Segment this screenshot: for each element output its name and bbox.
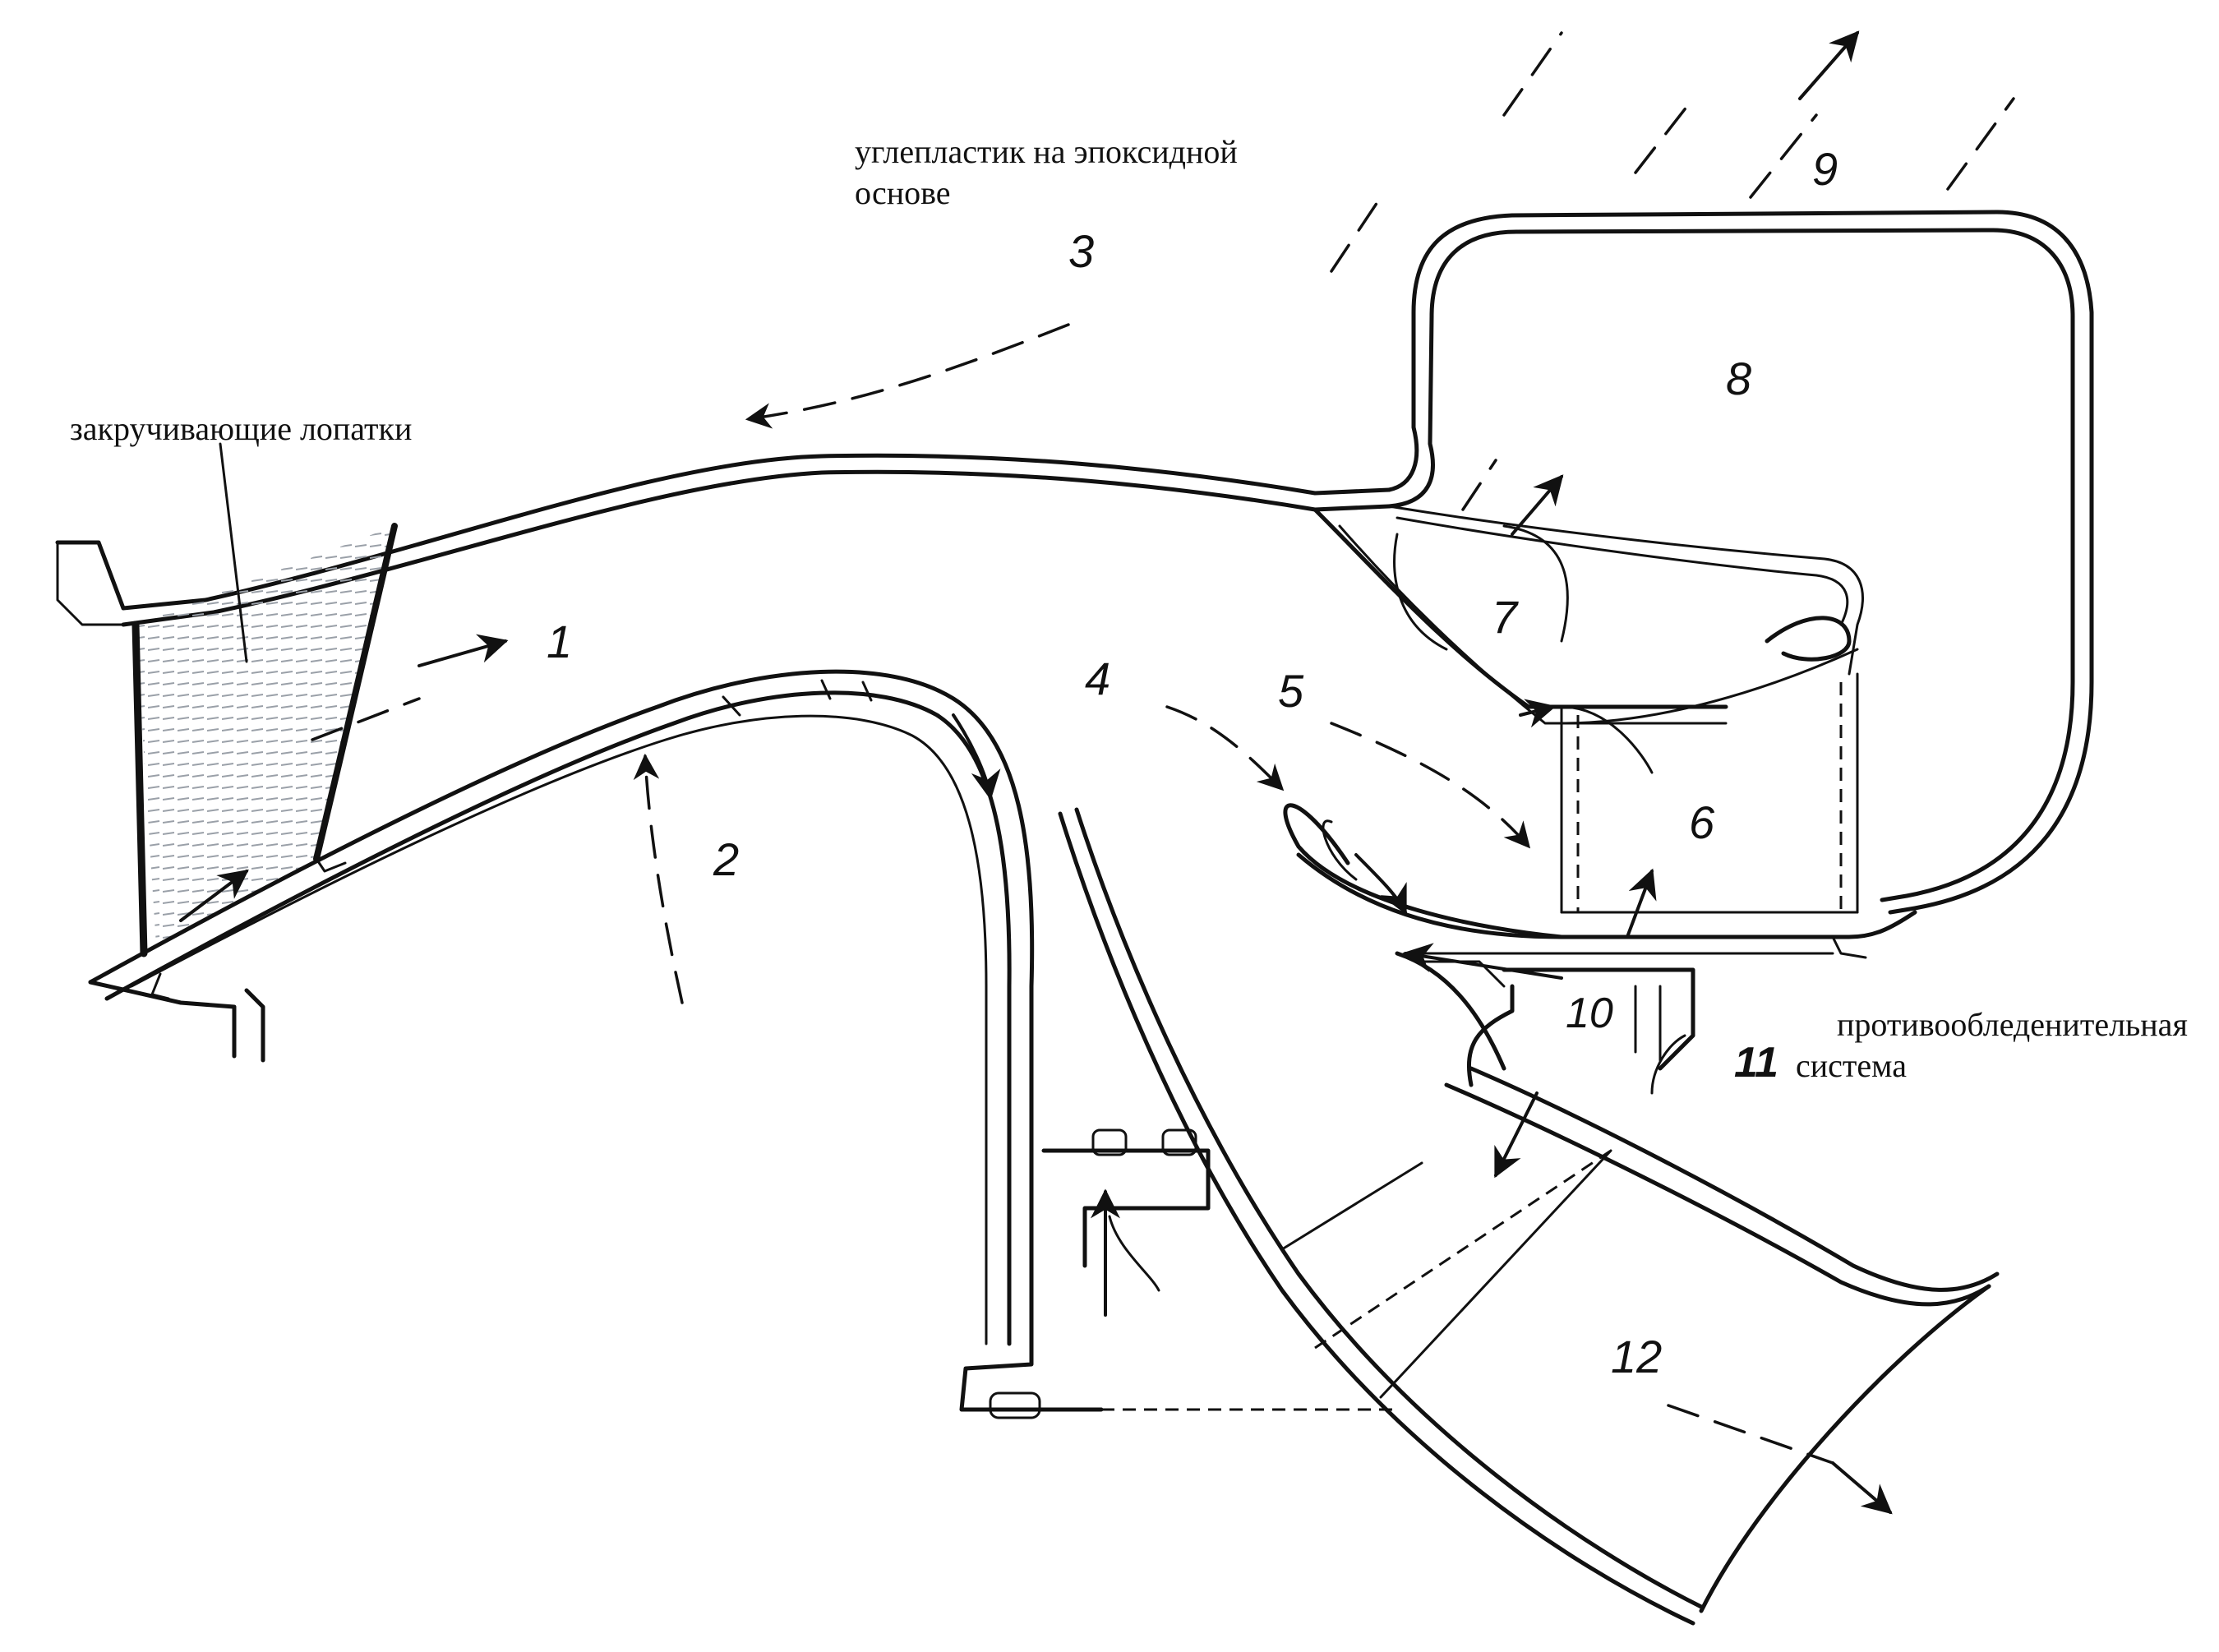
- callout-2: 2: [713, 833, 739, 885]
- lower-duct-structure: [959, 1128, 1397, 1419]
- callout-8: 8: [1726, 353, 1751, 404]
- callout-4: 4: [1085, 653, 1110, 704]
- arrow-1: [418, 634, 509, 667]
- flow-arrows: [179, 30, 2015, 1515]
- anti-ice-duct: [1466, 967, 1695, 1095]
- material-label-line2: основе: [855, 174, 951, 211]
- chamber-6: [1560, 672, 1859, 914]
- callout-7: 7: [1492, 591, 1519, 643]
- swirl-vanes-leader-line: [219, 442, 248, 663]
- callout-10: 10: [1566, 990, 1613, 1037]
- arrow-10: [1402, 943, 1563, 980]
- callout-6: 6: [1689, 796, 1715, 848]
- callout-1: 1: [547, 616, 572, 667]
- callout-3: 3: [1068, 225, 1094, 277]
- swirl-vanes-label: закручивающие лопатки: [70, 410, 412, 447]
- callout-5: 5: [1278, 665, 1304, 717]
- arrow-4: [1165, 705, 1285, 791]
- callout-11: 11: [1734, 1039, 1778, 1087]
- arrow-11: [1494, 1091, 1539, 1179]
- arrow-6-up: [1626, 868, 1657, 939]
- arrow-2: [633, 753, 684, 1004]
- chamber-6-floor: [1296, 852, 1917, 959]
- arrow-12: [1831, 1461, 1893, 1515]
- swirl-vanes: [131, 442, 398, 958]
- arrow-5: [1330, 722, 1531, 849]
- arrow-7-up: [1511, 474, 1564, 536]
- arrow-3: [745, 323, 1070, 429]
- chamber-8: [1386, 210, 2094, 915]
- callout-9: 9: [1812, 143, 1838, 195]
- callout-12: 12: [1611, 1331, 1662, 1382]
- inlet-channel-7: [1312, 507, 1728, 725]
- bypass-duct: [1058, 807, 2000, 1626]
- anti-ice-label-line2: система: [1796, 1047, 1907, 1084]
- arrow-9: [1798, 30, 1860, 100]
- anti-ice-label-line1: противообледенительная: [1837, 1006, 2188, 1043]
- material-label-line1: углепластик на эпоксидной: [855, 133, 1238, 170]
- inner-hub-wall: [88, 669, 1035, 1202]
